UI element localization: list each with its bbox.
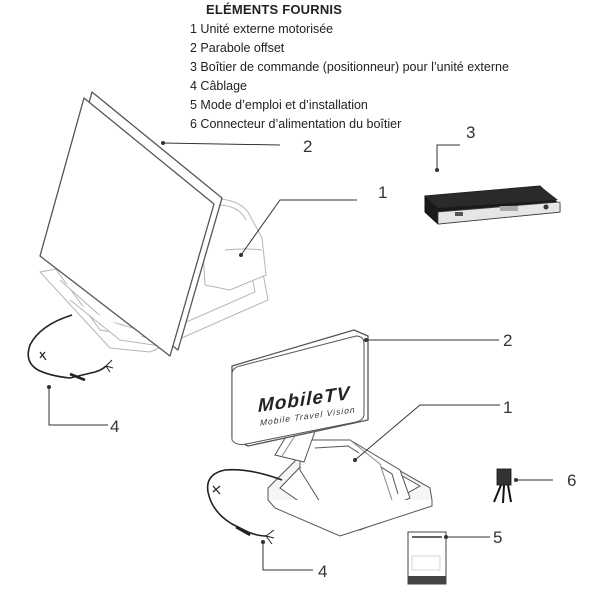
bottom-motorized-unit [267,439,433,537]
power-connector [493,468,512,504]
bottom-offset-dish: MobileTV Mobile Travel Vision [231,329,369,447]
callout-number: 2 [303,137,312,156]
callout-number: 5 [493,528,502,547]
callout-number: 3 [466,123,475,142]
callout-number: 4 [318,562,327,581]
callout-number: 1 [503,398,512,417]
installation-manual [407,531,447,585]
parts-list-item: 2 Parabole offset [190,41,285,55]
control-box [424,185,561,225]
callout-number: 2 [503,331,512,350]
parts-list-title: ELÉMENTS FOURNIS [206,2,343,17]
callout-number: 6 [567,471,576,490]
parts-list-item: 4 Câblage [190,79,247,93]
top-offset-dish [39,91,223,357]
parts-list-item: 5 Mode d’emploi et d’installation [190,98,368,112]
top-cable [27,314,114,382]
parts-list-item: 1 Unité externe motorisée [190,22,334,36]
parts-list-item: 6 Connecteur d’alimentation du boîtier [190,117,402,131]
bottom-cable [206,468,283,545]
callout-leaders [48,142,553,571]
callout-number: 4 [110,417,119,436]
parts-list-item: 3 Boîtier de commande (positionneur) pou… [190,60,509,74]
callout-number: 1 [378,183,387,202]
callout-dots [47,141,518,544]
